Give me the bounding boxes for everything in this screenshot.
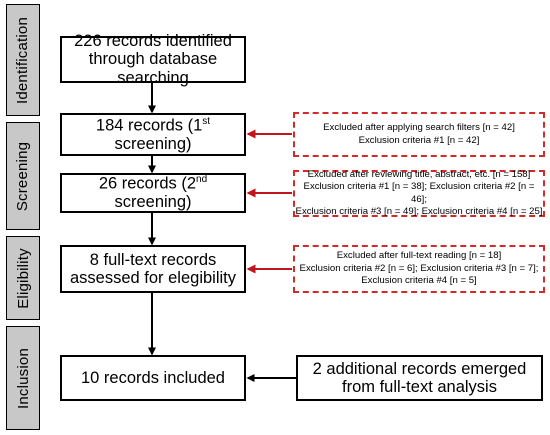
first-screening-box: 184 records (1st screening)	[60, 113, 246, 156]
exclusion-box-first-screening: Excluded after applying search filters […	[293, 112, 545, 157]
identified-line1: 226 records identified	[74, 31, 232, 50]
exclusion-first-line2: Exclusion criteria #1 [n = 42]	[358, 134, 480, 146]
eligibility-line2: assessed for elegibility	[70, 269, 236, 287]
exclusion-first-line1: Excluded after applying search filters […	[323, 122, 515, 134]
exclusion-box-second-screening: Excluded after reviewing title, abstract…	[293, 168, 545, 217]
additional-line2: from full-text analysis	[342, 378, 497, 396]
exclusion-third-line2: Exclusion criteria #2 [n = 6]; Exclusion…	[299, 262, 539, 274]
identified-records-box: 226 records identified through database …	[60, 32, 246, 87]
phase-identification: Identification	[6, 4, 40, 116]
second-screening-text: 26 records (2nd screening)	[98, 174, 208, 212]
identified-line2: through database searching	[88, 50, 218, 87]
exclusion-box-full-text: Excluded after full-text reading [n = 18…	[293, 245, 545, 293]
included-records-box: 10 records included	[60, 355, 246, 401]
phase-inclusion: Inclusion	[6, 326, 40, 430]
eligibility-box: 8 full-text records assessed for elegibi…	[60, 245, 246, 293]
exclusion-second-line2: Exclusion criteria #1 [n = 38]; Exclusio…	[303, 181, 535, 205]
additional-records-box: 2 additional records emerged from full-t…	[296, 355, 543, 401]
exclusion-third-line1: Excluded after full-text reading [n = 18…	[336, 250, 502, 262]
phase-screening: Screening	[6, 122, 40, 230]
included-line1: 10 records included	[80, 368, 225, 387]
exclusion-second-line1: Excluded after reviewing title, abstract…	[307, 168, 531, 180]
phase-eligibility: Eligibility	[6, 236, 40, 320]
exclusion-third-line3: Exclusion criteria #4 [n = 5]	[361, 275, 477, 287]
additional-line1: 2 additional records emerged	[312, 359, 527, 378]
first-screening-text: 184 records (1st screening)	[95, 115, 211, 153]
eligibility-line1: 8 full-text records	[89, 250, 217, 269]
exclusion-second-line3: Exclusion criteria #3 [n = 49]; Exclusio…	[295, 205, 543, 217]
second-screening-box: 26 records (2nd screening)	[60, 173, 246, 213]
